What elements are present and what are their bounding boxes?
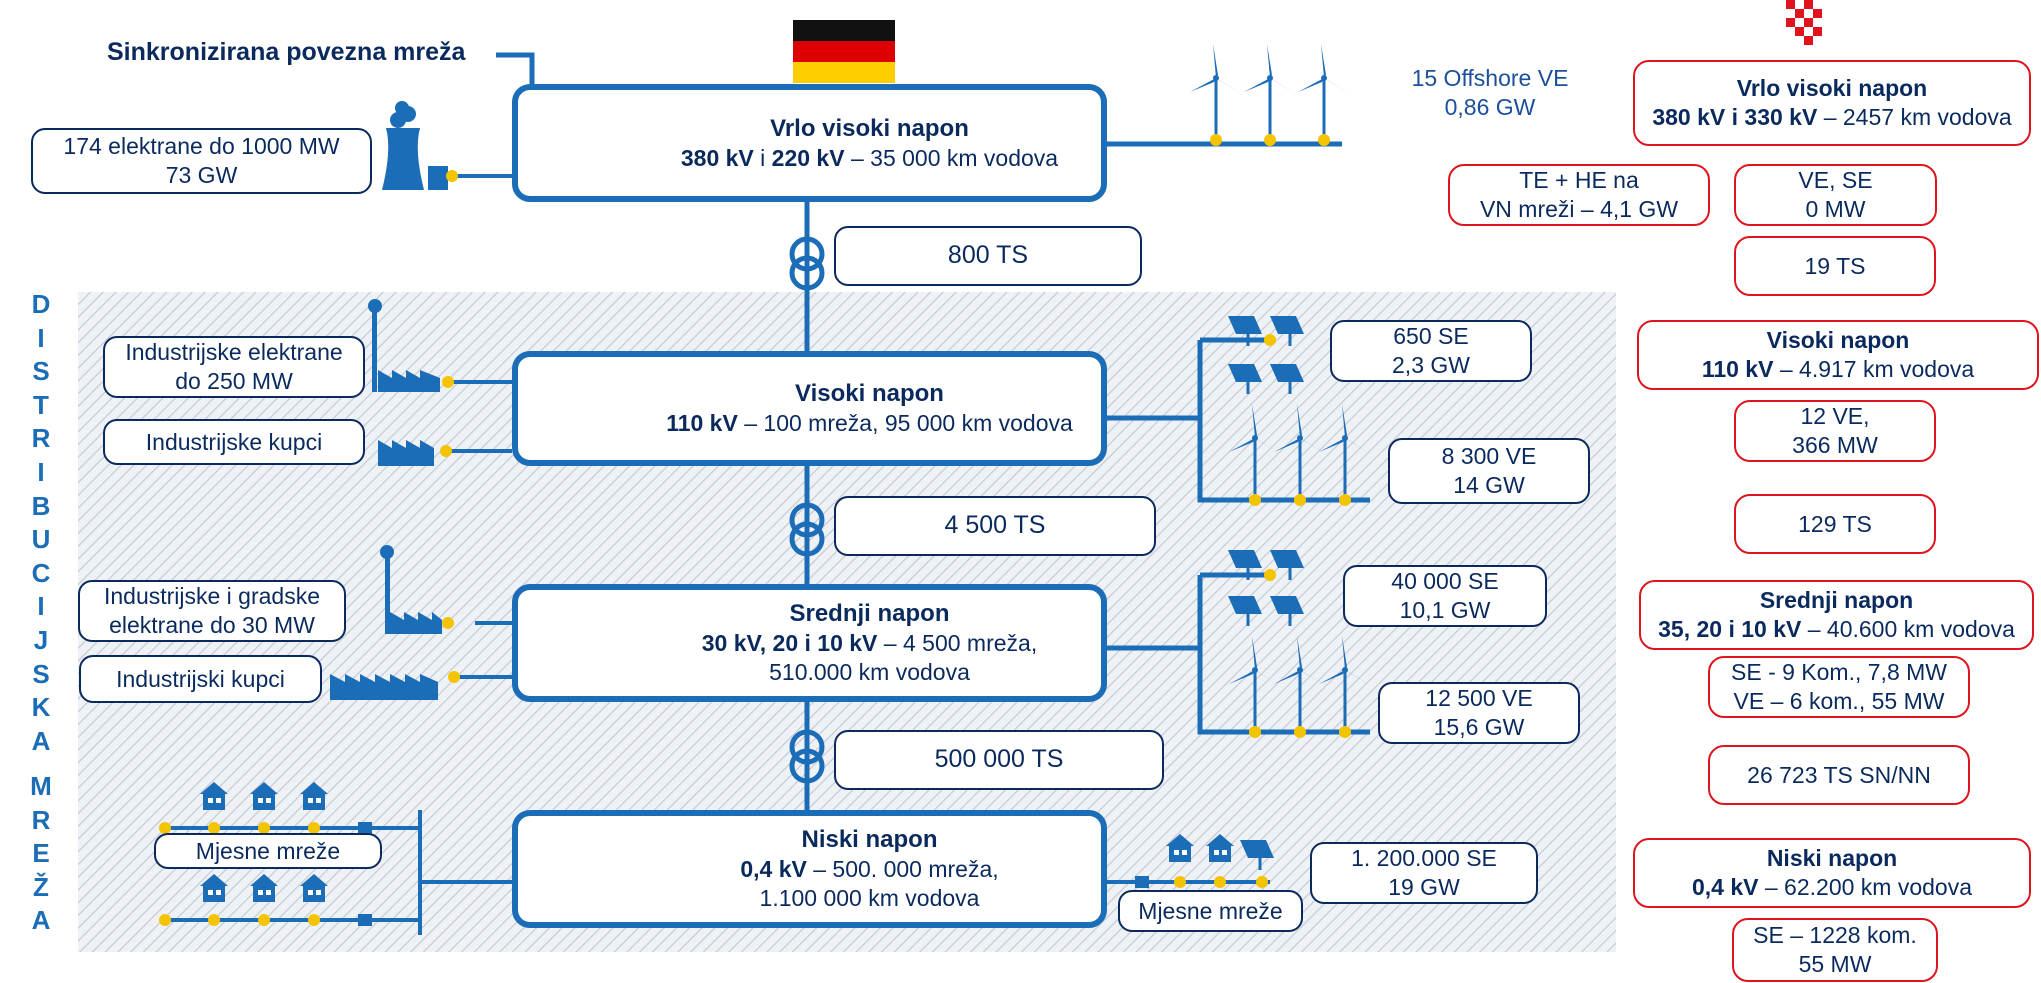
transformer-icon (789, 236, 825, 784)
vertical-letter: E (32, 838, 50, 869)
vertical-letter: A (31, 725, 51, 756)
germany-flag-icon (793, 20, 895, 83)
industrial-customers-mv-box: Industrijski kupci (79, 655, 322, 703)
hr-medium-voltage-box: Srednji napon 35, 20 i 10 kV – 40.600 km… (1639, 580, 2034, 650)
level-detail: 30 kV, 20 i 10 kV – 4 500 mreža, (701, 630, 1038, 657)
de-medium-voltage-box: Srednji napon 30 kV, 20 i 10 kV – 4 500 … (512, 584, 1107, 702)
vertical-letter: R (31, 423, 51, 454)
hr-ts-129-box: 129 TS (1734, 494, 1936, 554)
hr-extra-high-voltage-box: Vrlo visoki napon 380 kV i 330 kV – 2457… (1633, 60, 2031, 146)
level-title: Vrlo visoki napon (770, 114, 969, 142)
factory-icon (330, 299, 442, 700)
croatia-checkerboard-icon (1786, 0, 1822, 45)
hr-ts-sn-nn-box: 26 723 TS SN/NN (1708, 745, 1970, 805)
level-title: Visoki napon (795, 380, 944, 408)
local-networks-left-box: Mjesne mreže (154, 833, 382, 869)
vertical-letter: M (30, 771, 52, 801)
vertical-letter: B (31, 490, 51, 521)
ts-4500-box: 4 500 TS (834, 496, 1156, 556)
level-detail: 380 kV i 220 kV – 35 000 km vodova (680, 144, 1059, 171)
vertical-letter: A (31, 905, 51, 936)
hr-ts-19-box: 19 TS (1734, 236, 1936, 296)
hr-high-voltage-box: Visoki napon 110 kV – 4.917 km vodova (1637, 320, 2039, 390)
vertical-letter: I (37, 322, 45, 353)
vertical-letter: S (32, 658, 50, 689)
level-title: Srednji napon (789, 600, 950, 628)
vertical-letter: S (32, 356, 50, 387)
ts-800-box: 800 TS (834, 226, 1142, 286)
de-low-voltage-box: Niski napon 0,4 kV – 500. 000 mreža, 1.1… (512, 810, 1107, 928)
hr-lv-solar-box: SE – 1228 kom.55 MW (1732, 918, 1938, 982)
level-detail-line: 1.100 000 km vodova (759, 885, 980, 911)
vertical-letter: I (37, 591, 45, 622)
de-high-voltage-box: Visoki napon 110 kV – 100 mreža, 95 000 … (512, 351, 1107, 466)
power-plant-icon (382, 101, 458, 190)
local-networks-right-box: Mjesne mreže (1118, 890, 1303, 932)
ts-500000-box: 500 000 TS (834, 730, 1164, 790)
level-detail: 0,4 kV – 500. 000 mreža, (740, 856, 999, 883)
vertical-letter: Ž (33, 871, 49, 902)
vertical-letter: K (31, 692, 51, 723)
hr-hv-wind-box: 12 VE,366 MW (1734, 400, 1936, 462)
vertical-letter: D (31, 289, 51, 319)
level-detail-line: 510.000 km vodova (769, 659, 970, 685)
vertical-letter: C (31, 557, 51, 588)
wind-turbine-icon (1188, 42, 1352, 146)
industrial-customers-hv-box: Industrijske kupci (103, 419, 365, 465)
vertical-letter: I (37, 456, 45, 487)
vertical-letter: U (31, 524, 51, 555)
page-title: Sinkronizirana povezna mreža (107, 38, 466, 66)
de-extra-high-voltage-box: Vrlo visoki napon 380 kV i 220 kV – 35 0… (512, 84, 1107, 202)
hr-low-voltage-box: Niski napon 0,4 kV – 62.200 km vodova (1633, 838, 2031, 908)
level-title: Niski napon (801, 826, 938, 854)
level-detail: 110 kV – 100 mreža, 95 000 km vodova (666, 410, 1073, 437)
vertical-letter: T (33, 389, 49, 420)
vertical-letter: J (33, 624, 49, 655)
vertical-letter: R (31, 804, 51, 835)
